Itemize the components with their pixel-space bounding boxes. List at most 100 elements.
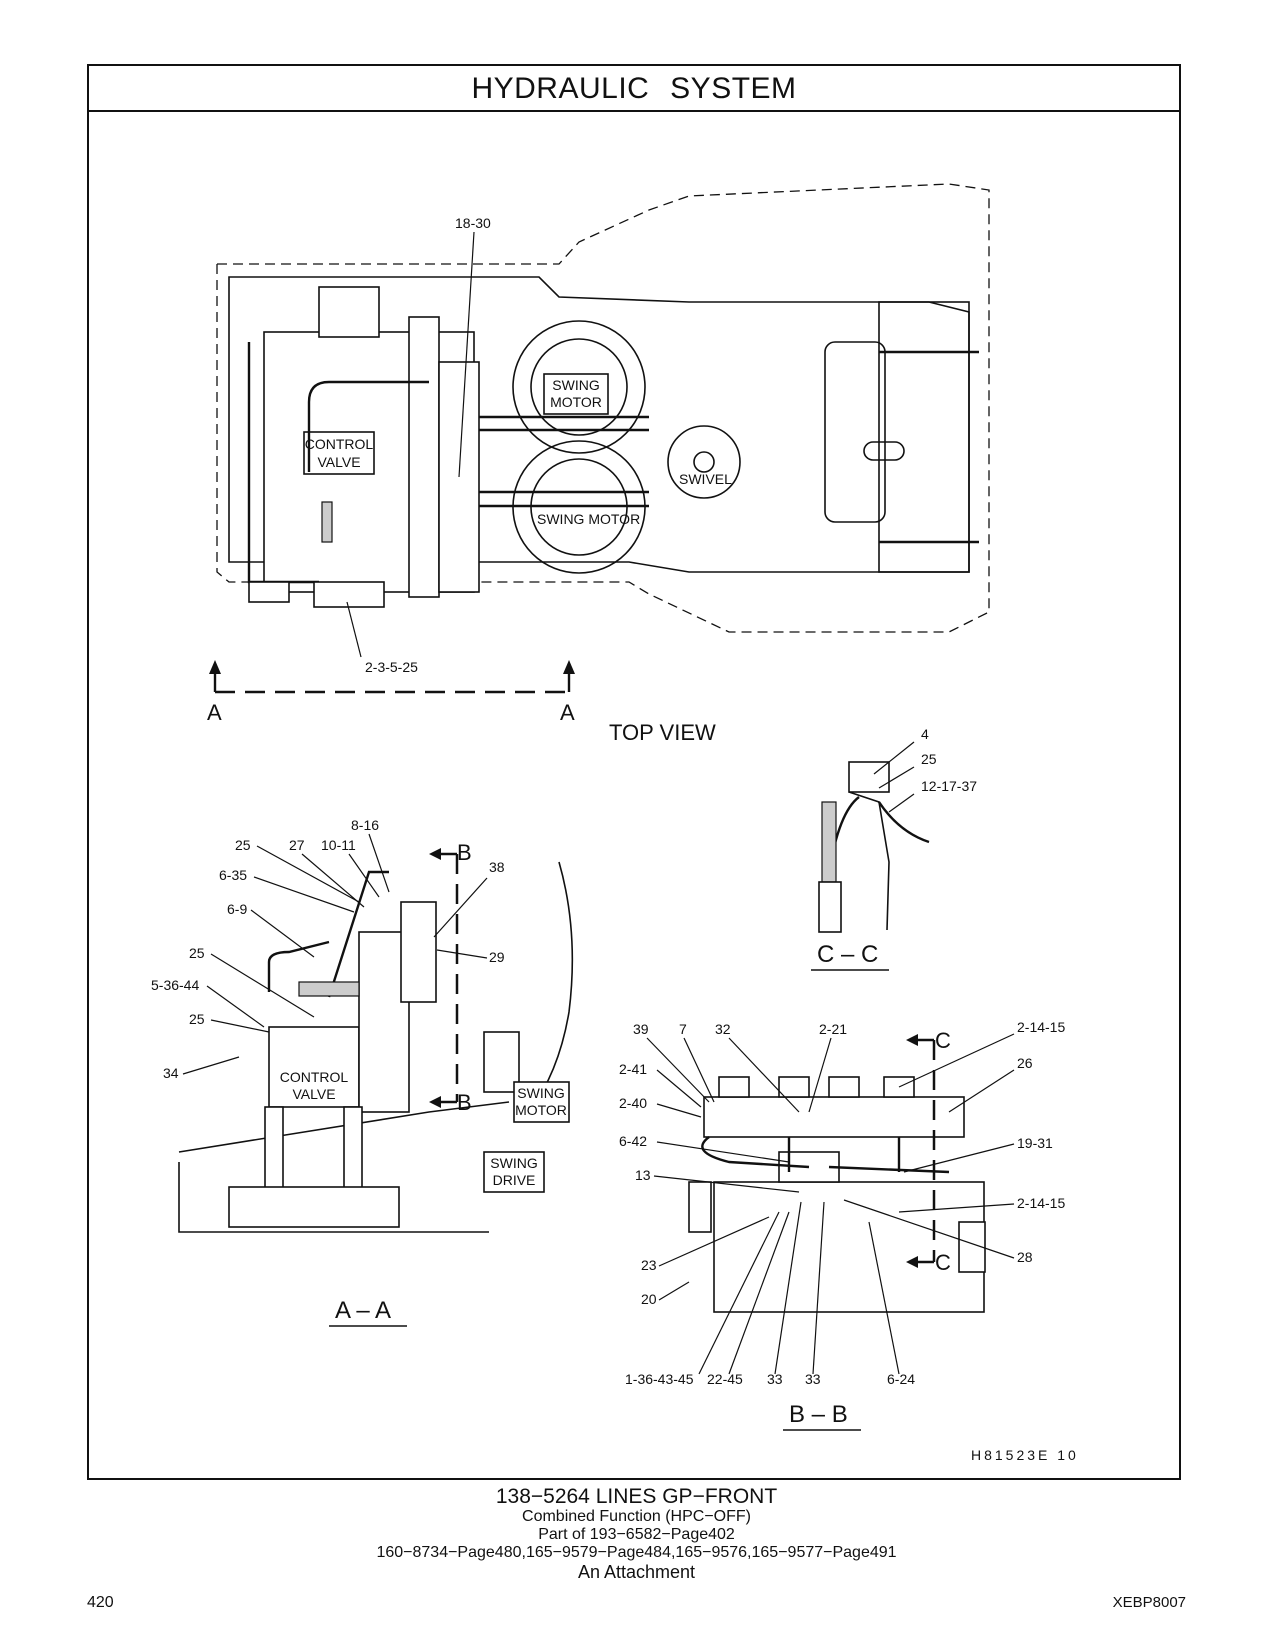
control-valve-aa-label-2: VALVE	[292, 1086, 335, 1102]
view-a-a: CONTROL VALVE SWING MOTOR SWING DRIVE B	[151, 817, 574, 1327]
swing-motor-upper-inner	[530, 338, 628, 436]
callout-25-a2: 25	[189, 945, 205, 961]
swing-motor-upper	[512, 320, 646, 454]
view-c-c: 4 25 12-17-37 C – C	[811, 726, 977, 971]
callout-10-11: 10-11	[321, 837, 356, 853]
top-view-title: TOP VIEW	[609, 720, 716, 745]
callout-2-21: 2-21	[819, 1021, 847, 1037]
callout-4: 4	[921, 726, 929, 742]
swing-drive-label-2: DRIVE	[493, 1172, 536, 1188]
footer: 138−5264 LINES GP−FRONT Combined Functio…	[0, 1486, 1273, 1583]
callout-6-24: 6-24	[887, 1371, 915, 1387]
leader-27	[301, 853, 365, 908]
bb-left-fitting	[688, 1181, 712, 1233]
leader-25-a3	[210, 1019, 270, 1033]
leader-2-40	[656, 1103, 702, 1118]
callout-25-a1: 25	[235, 837, 251, 853]
pin-slot	[863, 441, 905, 461]
leader-13	[653, 1175, 800, 1193]
callout-7: 7	[679, 1021, 687, 1037]
leader-2-14-15-mid	[898, 1203, 1015, 1213]
callout-18-30: 18-30	[455, 215, 491, 231]
c-tube	[878, 801, 930, 844]
leader-39	[646, 1037, 710, 1103]
aa-swing-motor-box	[513, 1081, 570, 1123]
hose-wrap	[321, 501, 333, 543]
callout-2-41: 2-41	[619, 1061, 647, 1077]
section-a-left-arrow	[209, 660, 221, 674]
callout-33-b: 33	[805, 1371, 821, 1387]
aa-swing-motor-body	[483, 1031, 520, 1093]
callout-6-42: 6-42	[619, 1133, 647, 1149]
c-hose-wrap	[821, 801, 837, 883]
fitting-block-2	[313, 581, 385, 608]
leader-12-17-37	[888, 793, 915, 813]
leader-18-30	[458, 231, 475, 478]
leader-25-c	[878, 766, 915, 789]
aa-break-line	[528, 861, 574, 1113]
doc-code: XEBP8007	[1112, 1594, 1186, 1611]
page-number: 420	[87, 1594, 114, 1611]
leader-7	[683, 1037, 715, 1103]
callout-23: 23	[641, 1257, 657, 1273]
b-b-title: B – B	[789, 1401, 848, 1428]
control-valve-top-label-1: CONTROL	[305, 436, 374, 452]
leader-26	[948, 1069, 1015, 1113]
callout-2-40: 2-40	[619, 1095, 647, 1111]
callout-13: 13	[635, 1167, 651, 1183]
leader-33-a	[774, 1201, 802, 1375]
title-bar: HYDRAULIC SYSTEM	[89, 66, 1179, 112]
swivel-center	[693, 451, 715, 473]
section-a-right: A	[560, 700, 575, 725]
leader-34	[182, 1056, 240, 1075]
leader-8-16	[368, 833, 390, 893]
callout-8-16: 8-16	[351, 817, 379, 833]
leader-6-42	[656, 1141, 790, 1163]
bb-lower-frame	[713, 1181, 985, 1313]
leader-5-36-44	[206, 985, 265, 1028]
aa-base	[228, 1186, 400, 1228]
boom-pin-plate	[824, 341, 886, 523]
callout-20: 20	[641, 1291, 657, 1307]
leader-2-14-15-top	[898, 1033, 1015, 1088]
page-title: HYDRAULIC SYSTEM	[471, 72, 797, 105]
bb-manifold	[703, 1096, 965, 1138]
control-valve-label-box	[303, 431, 375, 475]
leader-10-11	[348, 853, 380, 898]
leader-38	[433, 877, 488, 938]
callout-27: 27	[289, 837, 305, 853]
footer-line-2: Combined Function (HPC−OFF)	[522, 1508, 751, 1525]
leader-29	[436, 949, 488, 959]
callout-1-36-43-45: 1-36-43-45	[625, 1371, 694, 1387]
hose-top-1	[307, 380, 429, 472]
section-c-bottom-arrow	[906, 1256, 918, 1268]
swing-motor-top-label-2: MOTOR	[550, 394, 602, 410]
callout-5-36-44: 5-36-44	[151, 977, 199, 993]
callout-29: 29	[489, 949, 505, 965]
section-a-right-arrow	[563, 660, 575, 674]
leader-2-3-5-25	[346, 601, 362, 658]
bb-cap-3	[828, 1076, 860, 1098]
leader-32	[728, 1037, 800, 1113]
swivel	[667, 425, 741, 499]
bb-cap-1	[718, 1076, 750, 1098]
callout-25-c: 25	[921, 751, 937, 767]
callout-38: 38	[489, 859, 505, 875]
callout-25-a3: 25	[189, 1011, 205, 1027]
aa-hose-wrap	[298, 981, 360, 997]
section-b-top-arrow	[429, 848, 441, 860]
swing-motor-bottom-label: SWING MOTOR	[537, 511, 640, 527]
boom-mount	[878, 301, 970, 573]
leader-28	[843, 1199, 1015, 1259]
callout-6-35: 6-35	[219, 867, 247, 883]
callout-32: 32	[715, 1021, 731, 1037]
callout-19-31: 19-31	[1017, 1135, 1053, 1151]
callout-12-17-37: 12-17-37	[921, 778, 977, 794]
section-c-top: C	[935, 1028, 951, 1053]
bb-hose-1	[701, 1136, 810, 1169]
section-b-bottom-arrow	[429, 1096, 441, 1108]
leader-1-36-43-45	[698, 1211, 780, 1375]
callout-22-45: 22-45	[707, 1371, 743, 1387]
swivel-label: SWIVEL	[679, 471, 732, 487]
section-a-left: A	[207, 700, 222, 725]
